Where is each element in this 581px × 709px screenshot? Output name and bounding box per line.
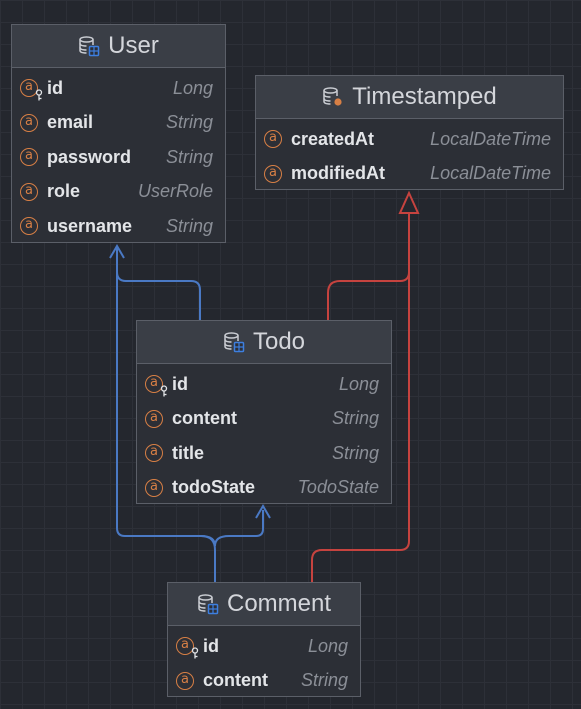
field-name: title [172, 442, 205, 463]
field-name: username [47, 215, 133, 236]
arrowhead-todo [255, 504, 271, 519]
entity-title: User [108, 32, 159, 59]
attribute-icon: a [145, 409, 165, 429]
field-type: String [165, 146, 213, 167]
database-mapped-superclass-icon [322, 86, 344, 108]
field-type: UserRole [137, 181, 213, 202]
edge-comment-to-todo-branch[interactable] [214, 535, 230, 547]
attribute-icon: a [20, 147, 40, 167]
field-name: id [47, 77, 63, 98]
primary-key-attribute-icon: a [20, 78, 43, 101]
primary-key-attribute-icon: a [145, 374, 168, 397]
field-row[interactable]: a content String [168, 664, 360, 699]
field-row[interactable]: a modifiedAt LocalDateTime [256, 157, 563, 192]
edge-comment-to-todo[interactable] [200, 510, 264, 547]
field-name: password [47, 146, 132, 167]
entity-header: Todo [137, 321, 391, 364]
field-row[interactable]: a todoState TodoState [137, 471, 391, 506]
attribute-icon: a [20, 182, 40, 202]
field-name: email [47, 112, 94, 133]
field-name: createdAt [291, 128, 375, 149]
attribute-icon: a [20, 216, 40, 236]
field-row[interactable]: a username String [12, 209, 225, 244]
database-table-icon [223, 331, 245, 353]
entity-title: Comment [226, 590, 332, 617]
field-type: String [165, 112, 213, 133]
field-name: id [172, 373, 188, 394]
field-name: id [203, 635, 219, 656]
attribute-icon: a [176, 671, 196, 691]
arrowhead-user [109, 244, 125, 259]
field-type: String [331, 442, 379, 463]
field-name: content [203, 670, 268, 691]
attribute-icon: a [20, 113, 40, 133]
attribute-icon: a [145, 443, 165, 463]
field-name: todoState [172, 477, 255, 498]
field-type: Long [338, 373, 379, 394]
field-type: TodoState [297, 477, 379, 498]
entity-title: Todo [252, 328, 306, 355]
database-table-icon [197, 593, 219, 615]
entity-header: Comment [168, 583, 360, 626]
edge-comment-to-timestamped[interactable] [311, 272, 410, 582]
field-type: Long [172, 77, 213, 98]
entity-header: User [12, 25, 225, 68]
field-type: LocalDateTime [430, 128, 551, 149]
field-name: role [47, 181, 81, 202]
field-type: LocalDateTime [430, 163, 551, 184]
field-type: String [300, 670, 348, 691]
edge-todo-to-timestamped[interactable] [327, 214, 410, 320]
field-name: content [172, 408, 237, 429]
field-type: Long [307, 635, 348, 656]
entity-header: Timestamped [256, 76, 563, 119]
edge-todo-to-user[interactable] [116, 248, 201, 320]
inheritance-triangle [398, 190, 420, 214]
attribute-icon: a [145, 478, 165, 498]
field-name: modifiedAt [291, 163, 385, 184]
field-type: String [165, 215, 213, 236]
field-row[interactable]: a createdAt LocalDateTime [256, 122, 563, 157]
primary-key-attribute-icon: a [176, 636, 199, 659]
field-type: String [331, 408, 379, 429]
field-row[interactable]: a content String [137, 402, 391, 437]
attribute-icon: a [264, 129, 284, 149]
database-table-icon [78, 35, 100, 57]
entity-title: Timestamped [352, 83, 497, 110]
field-row[interactable]: a password String [12, 140, 225, 175]
attribute-icon: a [264, 164, 284, 184]
